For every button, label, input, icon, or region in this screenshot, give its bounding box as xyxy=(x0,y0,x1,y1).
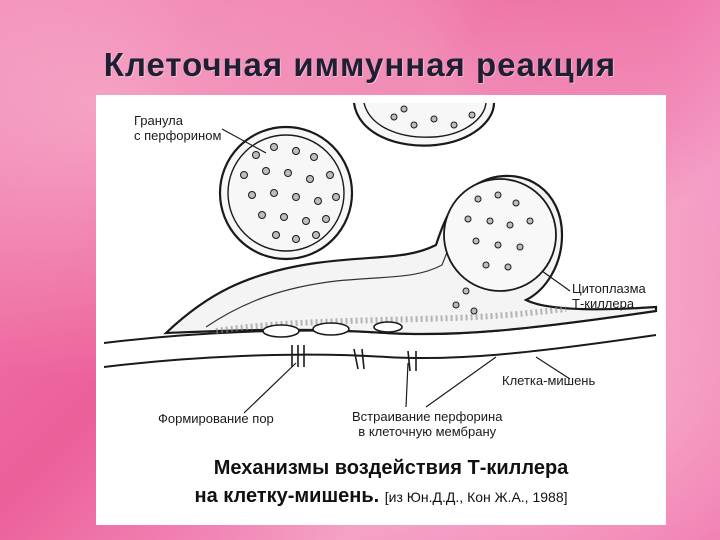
caption-line2: на клетку-мишень. [из Юн.Д.Д., Кон Ж.А.,… xyxy=(96,485,666,508)
caption-reference: [из Юн.Д.Д., Кон Ж.А., 1988] xyxy=(385,489,568,505)
label-cytoplasm: Цитоплазма Т-киллера xyxy=(572,281,646,311)
caption-line1: Механизмы воздействия Т-киллера xyxy=(106,457,676,480)
label-perforin-insertion-line1: Встраивание перфорина xyxy=(352,409,502,424)
granule-top xyxy=(354,103,494,146)
granule-perforin-left xyxy=(220,127,352,259)
label-cytoplasm-line2: Т-киллера xyxy=(572,296,646,311)
label-cytoplasm-line1: Цитоплазма xyxy=(572,281,646,296)
label-granule-line1: Гранула xyxy=(134,113,221,128)
diagram-figure: Гранула с перфорином Цитоплазма Т-киллер… xyxy=(96,95,666,525)
label-target-cell: Клетка-мишень xyxy=(502,373,595,388)
caption-line2-text: на клетку-мишень. xyxy=(194,485,379,507)
label-perforin-insertion: Встраивание перфорина в клеточную мембра… xyxy=(352,409,502,439)
label-pore-formation: Формирование пор xyxy=(158,411,274,426)
label-granule: Гранула с перфорином xyxy=(134,113,221,143)
perforin-pores xyxy=(263,322,416,371)
slide-title: Клеточная иммунная реакция xyxy=(0,46,720,84)
label-perforin-insertion-line2: в клеточную мембрану xyxy=(352,424,502,439)
label-granule-line2: с перфорином xyxy=(134,128,221,143)
